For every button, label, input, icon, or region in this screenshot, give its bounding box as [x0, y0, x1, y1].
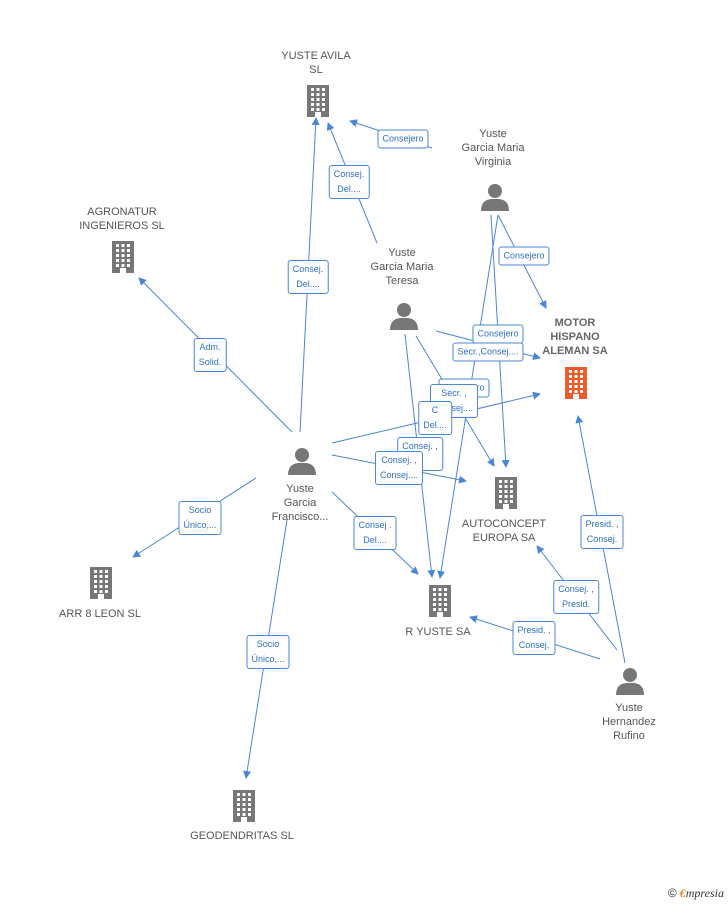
building-icon[interactable]	[90, 567, 112, 599]
person-icon[interactable]	[616, 668, 644, 695]
node-label-geodendritas[interactable]: GEODENDRITAS SL	[190, 830, 294, 842]
node-label-francisco[interactable]: Yuste Garcia Francisco...	[271, 483, 329, 523]
empresia-logo-text: mpresia	[685, 886, 724, 900]
edge-label-teresa-motor-2[interactable]: Secr.,Consej....	[452, 342, 524, 362]
edge-label-teresa-motor-1[interactable]: Consejero	[472, 324, 524, 344]
edge-label-rufino-auto[interactable]: Consej. , Presid.	[553, 580, 599, 614]
edge-label-francisco-agronatur[interactable]: Adm. Solid.	[193, 338, 227, 372]
empresia-watermark: © €mpresia	[668, 886, 724, 901]
person-icon[interactable]	[390, 303, 418, 330]
copyright-icon: ©	[667, 886, 677, 900]
edge-label-francisco-arr8[interactable]: Socio Único,...	[178, 501, 222, 535]
edge-label-francisco-motor[interactable]: C Del....	[418, 401, 452, 435]
building-icon[interactable]	[233, 790, 255, 822]
edge-label-virginia-motor[interactable]: Consejero	[498, 246, 550, 266]
edge-label-rufino-motor[interactable]: Presid. , Consej.	[580, 515, 624, 549]
edge-label-francisco-geo[interactable]: Socio Único,...	[246, 635, 290, 669]
edge-label-francisco-auto-2[interactable]: Consej. , Consej....	[374, 451, 424, 485]
node-label-teresa[interactable]: Yuste Garcia Maria Teresa	[370, 247, 434, 287]
node-label-motor-hispano[interactable]: MOTOR HISPANO ALEMAN SA	[542, 317, 608, 357]
node-label-arr8[interactable]: ARR 8 LEON SL	[59, 608, 141, 620]
building-icon[interactable]	[429, 585, 451, 617]
edge-label-virginia-avila[interactable]: Consejero	[377, 129, 429, 149]
building-icon[interactable]	[112, 241, 134, 273]
building-icon[interactable]	[495, 477, 517, 509]
building-icon[interactable]	[307, 85, 329, 117]
person-icon[interactable]	[481, 184, 509, 211]
node-label-yuste-avila[interactable]: YUSTE AVILA SL	[281, 50, 351, 76]
edge-label-francisco-avila[interactable]: Consej. Del....	[287, 260, 329, 294]
edge-label-teresa-avila[interactable]: Consej. Del....	[328, 165, 370, 199]
building-icon[interactable]	[565, 367, 587, 399]
node-label-virginia[interactable]: Yuste Garcia Maria Virginia	[461, 128, 525, 168]
edge-label-francisco-ryuste[interactable]: Consej . Del....	[353, 516, 397, 550]
empresia-logo-initial: €	[679, 886, 686, 900]
node-label-rufino[interactable]: Yuste Hernandez Rufino	[602, 702, 656, 742]
edge-label-rufino-ryuste[interactable]: Presid. , Consej.	[512, 621, 556, 655]
node-label-autoconcept[interactable]: AUTOCONCEPT EUROPA SA	[461, 518, 547, 544]
node-label-agronatur[interactable]: AGRONATUR INGENIEROS SL	[79, 206, 165, 232]
person-icon[interactable]	[288, 448, 316, 475]
node-label-r-yuste[interactable]: R YUSTE SA	[405, 626, 471, 638]
